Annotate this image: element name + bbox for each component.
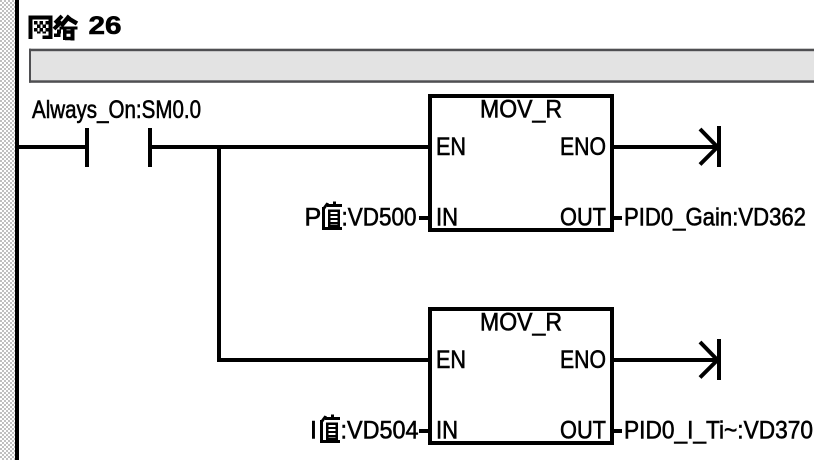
- svg-text:I: I: [310, 417, 317, 445]
- svg-text::VD504: :VD504: [341, 417, 419, 445]
- svg-text:MOV_R: MOV_R: [480, 309, 562, 337]
- svg-text:26: 26: [89, 12, 122, 40]
- svg-text::VD500: :VD500: [342, 204, 417, 232]
- svg-text:PID0_I_Ti~:VD370: PID0_I_Ti~:VD370: [624, 417, 813, 445]
- svg-text:EN: EN: [436, 346, 466, 374]
- svg-text:OUT: OUT: [560, 417, 606, 445]
- svg-text:Always_On:SM0.0: Always_On:SM0.0: [32, 96, 201, 124]
- svg-text:P: P: [305, 204, 322, 232]
- svg-text:ENO: ENO: [560, 346, 606, 374]
- svg-text:OUT: OUT: [560, 204, 606, 232]
- svg-text:ENO: ENO: [560, 133, 606, 161]
- svg-text:IN: IN: [436, 204, 458, 232]
- svg-text:MOV_R: MOV_R: [480, 96, 562, 124]
- svg-text:PID0_Gain:VD362: PID0_Gain:VD362: [624, 204, 806, 232]
- svg-text:IN: IN: [436, 417, 458, 445]
- svg-text:EN: EN: [436, 133, 466, 161]
